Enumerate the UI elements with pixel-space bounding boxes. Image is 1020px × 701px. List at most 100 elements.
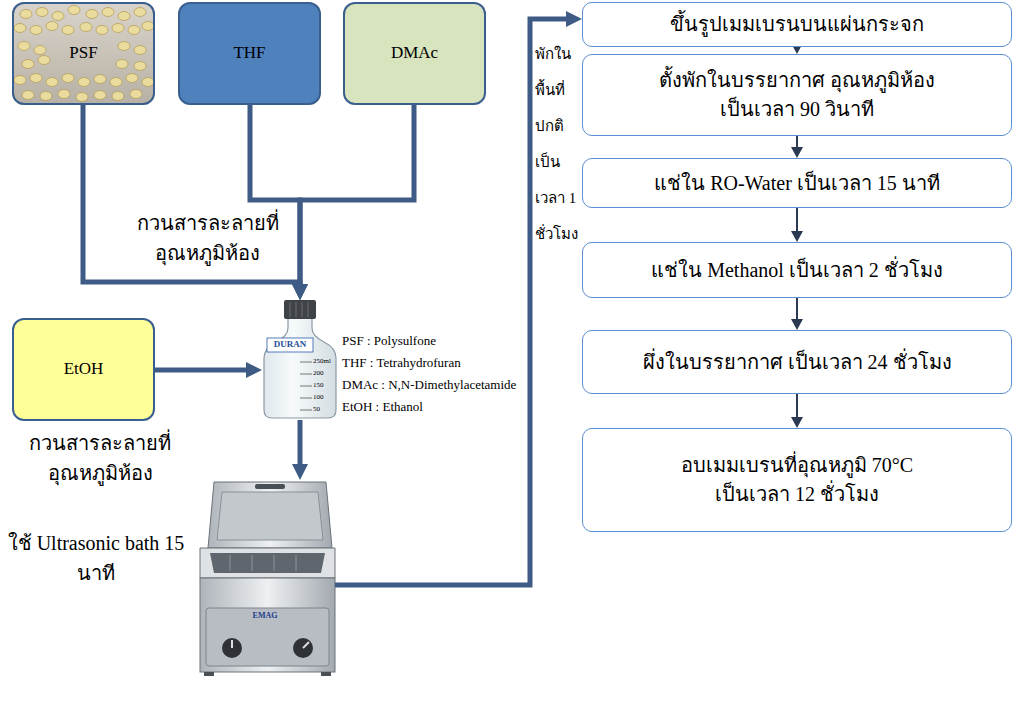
pellet: [14, 24, 26, 33]
pellet: [22, 60, 34, 69]
node-text: ขึ้นรูปเมมเบรนบนแผ่นกระจก: [670, 10, 924, 39]
node-text: DMAc: [391, 41, 438, 66]
connector-arrow: [791, 208, 803, 242]
text-slot: 50: [313, 404, 337, 414]
annotation-label: THF : Tetrahydrofuran: [342, 355, 526, 372]
text-slot: DURAN: [267, 338, 313, 351]
cap-groove: [302, 302, 303, 317]
graduation-tick: [300, 398, 312, 399]
material-box: DMAc: [343, 2, 486, 105]
bottle: DURAN250ml 200 150 100 50: [262, 300, 338, 420]
pellet-group: [14, 6, 154, 102]
pellet: [18, 42, 30, 51]
text-slot: 250ml: [313, 356, 337, 366]
material-box: THF: [178, 2, 321, 105]
label-slot: PSF : Polysulfone: [342, 333, 526, 350]
pellet: [128, 26, 140, 35]
graduation-tick: [300, 362, 312, 363]
node-text: ตั้งพักในบรรยากาศ อุณหภูมิห้อง เป็นเวลา …: [647, 66, 947, 124]
photo-ground: [12, 2, 155, 105]
ultrasonic-bath: ใช้ Ultrasonic bath 15 นาทีEMAG: [195, 480, 335, 675]
bath-foot: [321, 672, 331, 676]
text-slot: 150: [313, 380, 337, 390]
pellet: [58, 90, 70, 99]
node-text: THF: [233, 41, 265, 66]
pellet-photo: [12, 2, 155, 105]
knob-mark: [303, 642, 309, 648]
process-box: ขึ้นรูปเมมเบรนบนแผ่นกระจก: [582, 2, 1012, 47]
pellet: [40, 92, 52, 101]
pellet: [46, 78, 58, 87]
arrowhead: [292, 284, 308, 300]
connector-arrow: [791, 136, 803, 158]
pellet: [38, 56, 50, 65]
lid-inner: [217, 492, 323, 540]
pellet: [30, 26, 42, 35]
graduation-tick: [300, 386, 312, 387]
brand-band: [267, 338, 313, 352]
pellet: [62, 74, 74, 83]
connector-arrow: [292, 105, 414, 300]
bath-foot: [204, 672, 214, 676]
control-knob: [293, 638, 313, 658]
pellet: [36, 8, 48, 17]
node-text: 100: [313, 392, 337, 402]
edge-label-slot: พักใน พื้นที่ ปกติ เป็น เวลา 1 ชั่วโมง: [535, 36, 579, 252]
node-text: แช่ใน RO-Water เป็นเวลา 15 นาที: [654, 169, 940, 198]
pellet: [112, 92, 124, 101]
connector-line: [155, 368, 251, 373]
material-box: EtOH: [12, 318, 155, 421]
arrowhead: [292, 284, 308, 300]
connector-line: [298, 420, 303, 469]
process-box: ผึ่งในบรรยากาศ เป็นเวลา 24 ชั่วโมง: [582, 330, 1012, 394]
node-text: 150: [313, 380, 337, 390]
cap-groove: [308, 302, 309, 317]
pellet: [94, 91, 106, 100]
pellet: [134, 46, 146, 55]
pellet: [76, 93, 88, 102]
arrowhead: [246, 362, 262, 378]
pellet: [130, 90, 142, 99]
pellet: [62, 26, 74, 35]
basket-wire: [274, 555, 275, 571]
cap-groove: [290, 302, 291, 317]
control-knob: [222, 638, 242, 658]
label-slot: DMAc : N,N-Dimethylacetamide: [342, 377, 526, 394]
pellet: [126, 74, 138, 83]
process-box: ตั้งพักในบรรยากาศ อุณหภูมิห้อง เป็นเวลา …: [582, 54, 1012, 136]
pellet: [68, 6, 80, 15]
pellet: [30, 74, 42, 83]
label-slot: EtOH : Ethanol: [342, 399, 526, 416]
pellet: [14, 76, 26, 85]
process-box: แช่ใน RO-Water เป็นเวลา 15 นาที: [582, 158, 1012, 208]
arrowhead: [791, 319, 803, 330]
annotation-label: กวนสารละลายที่ อุณหภูมิห้อง: [130, 208, 285, 268]
annotation-label: กวนสารละลายที่ อุณหภูมิห้อง: [20, 428, 180, 488]
graduation-tick: [300, 410, 312, 411]
connector-line: [796, 208, 798, 234]
connector-arrow: [155, 362, 262, 378]
pellet: [86, 10, 98, 19]
label-slot: THF : Tetrahydrofuran: [342, 355, 526, 372]
pellet: [134, 8, 146, 17]
node-text: 200: [313, 368, 337, 378]
arrowhead: [791, 417, 803, 428]
label-slot: กวนสารละลายที่ อุณหภูมิห้อง: [130, 208, 285, 268]
pellet: [80, 23, 92, 32]
pellet: [134, 62, 146, 71]
bath-lid: [208, 482, 332, 548]
pellet: [142, 78, 154, 87]
connector-arrow: [292, 420, 308, 480]
arrowhead: [566, 11, 582, 27]
pellet: [52, 12, 64, 21]
pellet: [96, 26, 108, 35]
node-text: EMAG: [240, 610, 290, 622]
node-text: 50: [313, 404, 337, 414]
node-text: PSF: [69, 41, 97, 66]
process-box: แช่ใน Methanol เป็นเวลา 2 ชั่วโมง: [582, 242, 1012, 298]
annotation-label: PSF : Polysulfone: [342, 333, 526, 350]
pellet: [142, 22, 154, 31]
pellet: [116, 60, 128, 69]
text-slot: ใช้ Ultrasonic bath 15 นาที: [5, 528, 187, 588]
edge-label: พักใน พื้นที่ ปกติ เป็น เวลา 1 ชั่วโมง: [535, 36, 579, 252]
